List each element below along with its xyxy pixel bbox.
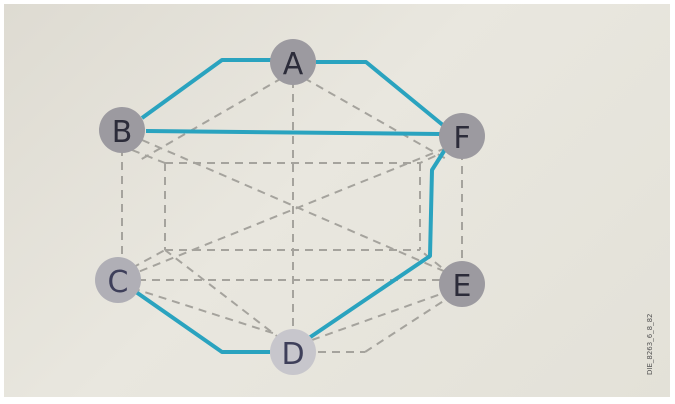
node-a: A: [270, 39, 316, 85]
dashed-edge: [164, 249, 283, 341]
path-edge-f-d: [304, 146, 448, 342]
dashed-edge: [131, 149, 166, 164]
path-edge-b-f: [145, 129, 441, 136]
highlighted-path: [134, 58, 448, 354]
node-a-label: A: [283, 47, 304, 82]
node-b: B: [99, 107, 145, 153]
node-f: F: [439, 113, 485, 159]
node-b-circle: [99, 107, 145, 153]
node-e: E: [439, 261, 485, 307]
dashed-edges: [121, 77, 463, 353]
photo-background: [4, 4, 670, 397]
node-f-circle: [439, 113, 485, 159]
node-f-label: F: [453, 121, 470, 156]
path-edge-b-a: [140, 58, 272, 120]
dashed-edge: [311, 289, 453, 341]
path-edge-a-f: [316, 60, 446, 128]
path-edge-c-d: [134, 290, 270, 354]
dashed-edge: [131, 287, 283, 337]
node-b-label: B: [112, 115, 133, 150]
node-d: D: [270, 329, 316, 375]
node-d-label: D: [281, 337, 304, 372]
node-c-label: C: [108, 265, 129, 300]
node-e-circle: [439, 261, 485, 307]
node-a-circle: [270, 39, 316, 85]
dashed-edge: [131, 249, 166, 269]
side-code-text: DIE_8263_6_8_82: [646, 313, 654, 375]
node-e-label: E: [453, 269, 472, 304]
node-d-circle: [270, 329, 316, 375]
dashed-edge: [364, 299, 446, 353]
dashed-edge: [303, 77, 449, 161]
node-c-circle: [95, 257, 141, 303]
node-c: C: [95, 257, 141, 303]
